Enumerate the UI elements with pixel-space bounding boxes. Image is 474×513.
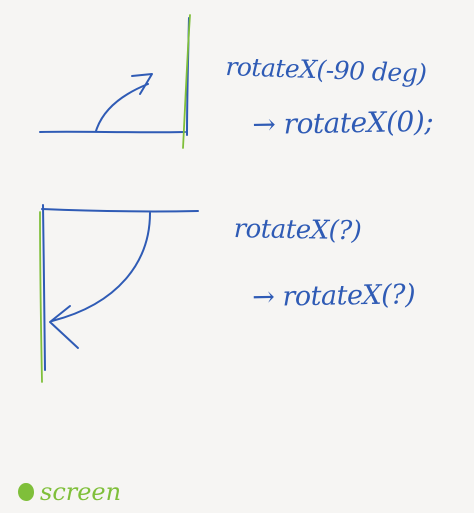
bottom-arrowhead <box>49 305 79 349</box>
bottom-top-line <box>41 208 199 213</box>
top-floor-line <box>39 130 186 134</box>
legend-label: screen <box>40 478 122 506</box>
legend: screen <box>18 478 121 506</box>
top-screen-line-green <box>182 14 191 149</box>
top-rotation-arc <box>95 83 149 132</box>
top-arrowhead <box>131 73 153 95</box>
note-rotate-unknown-2: → rotateX(?) <box>252 279 416 313</box>
note-rotate-0: → rotateX(0); <box>252 104 434 141</box>
bottom-rotation-arc <box>51 212 151 322</box>
legend-dot-icon <box>18 483 34 501</box>
bottom-screen-line-green <box>39 211 43 383</box>
note-rotate-unknown-1: rotateX(?) <box>233 214 362 247</box>
bottom-wall-line-blue <box>42 204 46 371</box>
